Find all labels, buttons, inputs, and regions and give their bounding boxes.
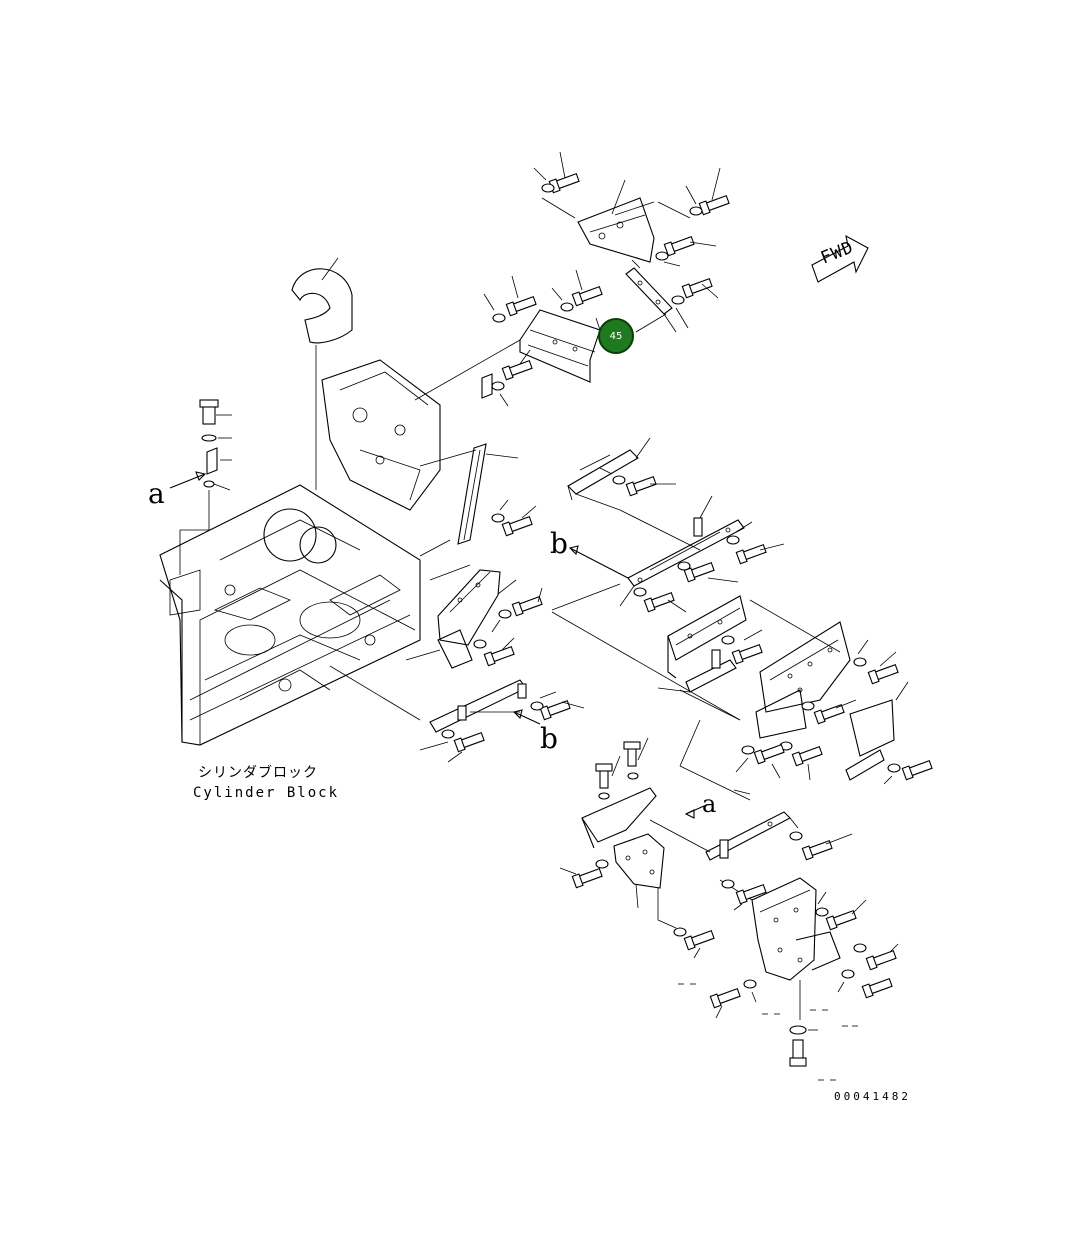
mid-strap xyxy=(625,259,677,333)
callout-45-marker[interactable]: 45 xyxy=(598,318,634,354)
top-cover-plate xyxy=(541,179,691,263)
lower-l-bracket xyxy=(405,564,543,669)
fwd-arrow-icon xyxy=(811,234,869,283)
view-b-label-lower: b xyxy=(540,722,558,755)
bottom-bolts xyxy=(559,831,899,1067)
right-frame-bolts xyxy=(721,629,933,785)
view-b-label: b xyxy=(550,527,568,560)
left-bracket-assembly xyxy=(169,399,232,575)
vertical-stay xyxy=(419,443,537,557)
cylinder-block-caption: Cylinder Block xyxy=(193,785,340,801)
reference-dashes xyxy=(551,583,858,1081)
cylinder-block-caption-japanese: シリンダブロック xyxy=(198,765,318,781)
top-bolts xyxy=(533,151,730,267)
cylinder-block-outline xyxy=(159,484,421,746)
drawing-number: 00041482 xyxy=(834,1090,911,1103)
lower-mount-bar xyxy=(329,665,585,763)
view-a-label: a xyxy=(148,477,165,510)
middle-right-bar xyxy=(568,495,785,613)
channel-bracket xyxy=(414,309,601,401)
upper-right-bar xyxy=(567,437,701,551)
mid-bolts xyxy=(481,269,719,407)
curved-shield xyxy=(291,257,353,490)
bottom-bracket-assembly xyxy=(581,737,841,1020)
view-a-label-lower: a xyxy=(702,790,717,818)
right-frame-assembly xyxy=(657,595,909,801)
gear-case-bracket xyxy=(321,359,441,511)
